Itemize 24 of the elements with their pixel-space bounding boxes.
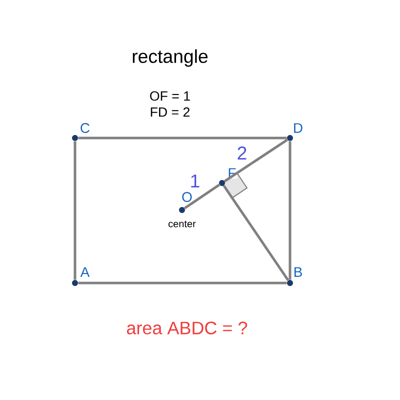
question-text: area ABDC = ?	[127, 322, 248, 334]
node-label: O	[182, 192, 192, 202]
given-value: OF = 1	[150, 91, 190, 101]
title: rectangle	[132, 49, 208, 67]
line-segment	[222, 185, 290, 282]
given-value: FD = 2	[150, 107, 190, 117]
point: A	[72, 266, 90, 286]
line-segment	[224, 138, 288, 182]
node-label: D	[294, 123, 302, 133]
point: B	[287, 266, 304, 286]
point: C	[72, 122, 91, 141]
edge-label: 2	[235, 145, 249, 161]
node-label: A	[80, 267, 90, 277]
edge-label: 1	[188, 173, 202, 189]
line-segment	[78, 282, 287, 284]
node-label: B	[294, 267, 302, 277]
line-segment	[78, 136, 287, 140]
line-segment	[288, 141, 292, 280]
point: D	[287, 122, 304, 141]
line-segment	[74, 141, 76, 280]
point-caption: center	[168, 220, 196, 228]
line-segment	[184, 184, 220, 210]
node-label: C	[80, 123, 90, 133]
point: O	[179, 191, 194, 213]
